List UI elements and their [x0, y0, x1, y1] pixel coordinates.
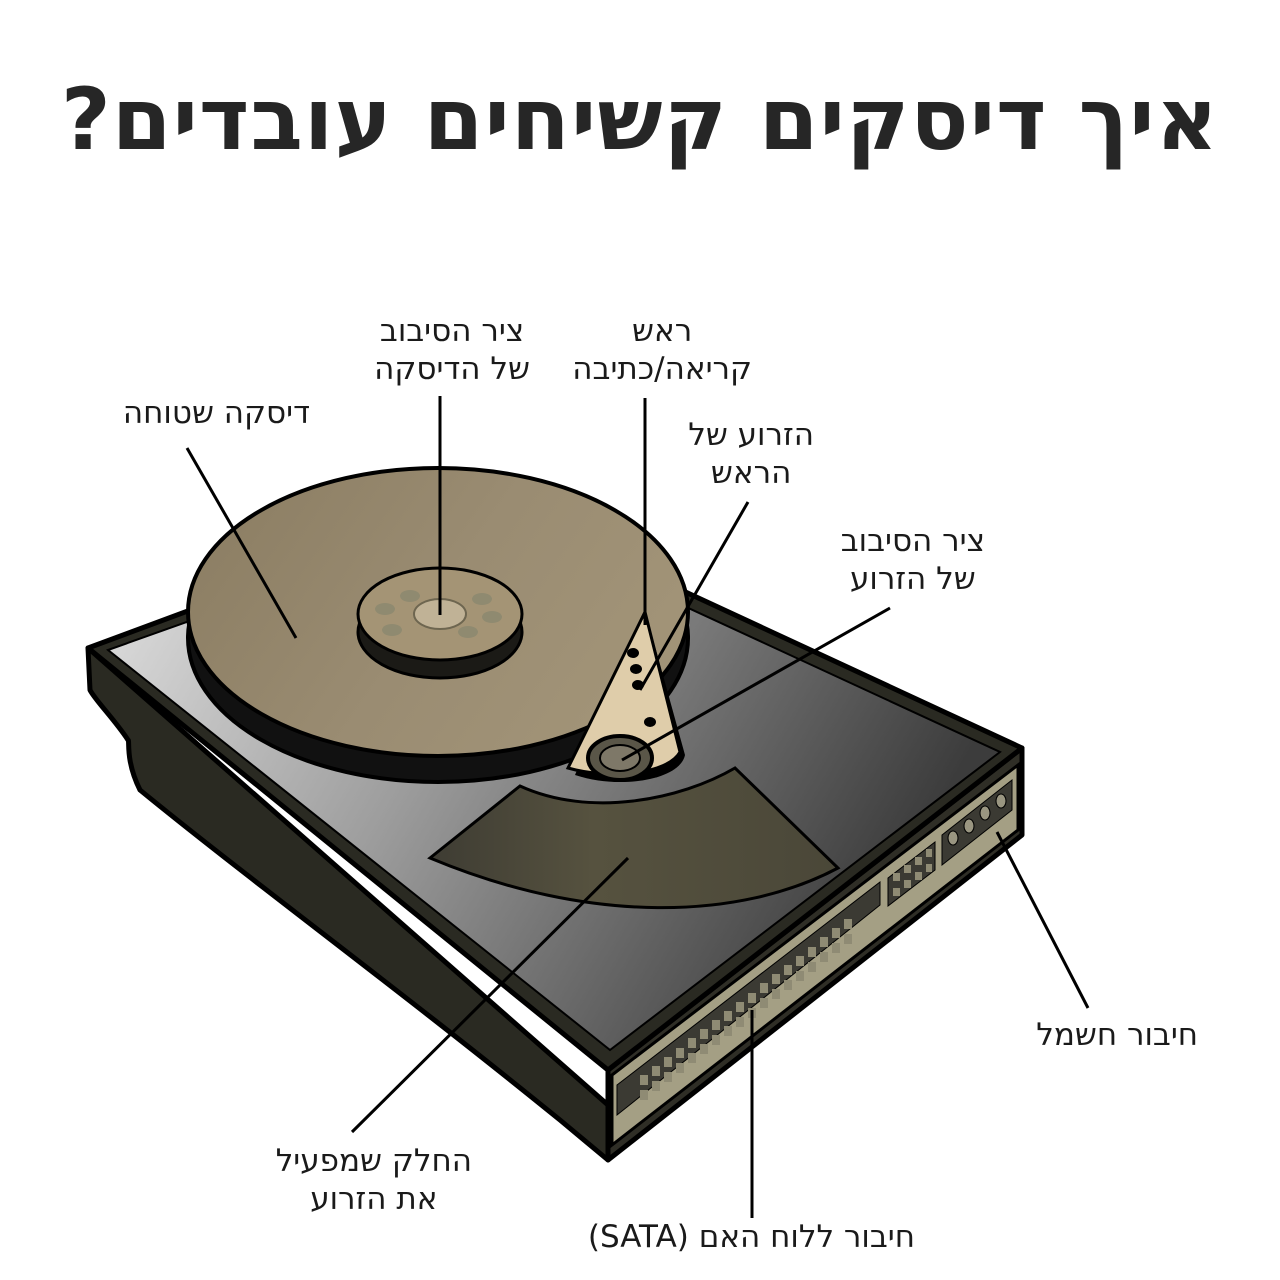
spindle-hub	[356, 566, 524, 680]
drive-left-side	[85, 645, 611, 1163]
drive-body	[85, 645, 1025, 1163]
jumper-pins	[893, 849, 932, 896]
leader-arm-pivot	[621, 606, 891, 762]
page-title: איך דיסקים קשיחים עובדים?	[60, 70, 1220, 170]
label-sata: חיבור ללוח האם (SATA)	[587, 1219, 915, 1255]
power-pins	[947, 793, 1007, 846]
sata-pins	[640, 919, 852, 1100]
actuator-coil	[427, 766, 841, 910]
leader-platter	[185, 447, 298, 639]
leader-arm	[638, 501, 750, 691]
label-platter: דיסקה שטוחה	[122, 395, 310, 431]
leader-actuator	[350, 856, 630, 1134]
label-arm: הזרוע של הראש	[688, 417, 814, 491]
leader-lines	[185, 396, 1090, 1218]
label-head: ראש קריאה/כתיבה	[572, 313, 752, 387]
leader-power	[995, 831, 1090, 1009]
label-arm-pivot: ציר הסיבוב של הזרוע	[840, 523, 985, 597]
label-power: חיבור חשמל	[1036, 1017, 1198, 1053]
label-spindle: ציר הסיבוב של הדיסקה	[374, 313, 530, 387]
label-actuator: החלק שמפעיל את הזרוע	[275, 1143, 472, 1217]
power-connector	[941, 778, 1013, 867]
